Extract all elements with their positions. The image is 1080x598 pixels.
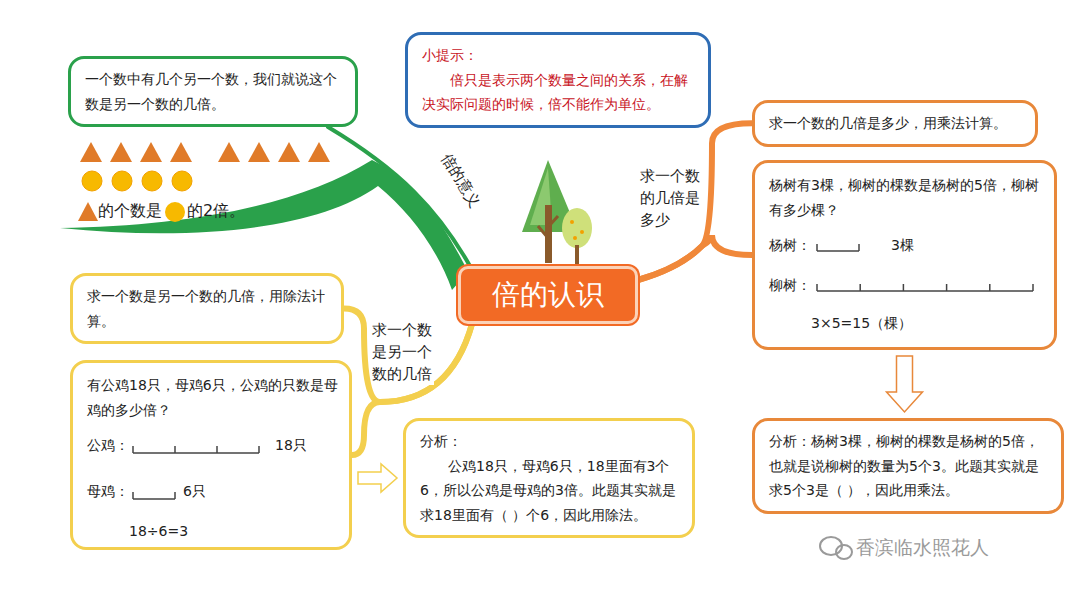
segment-tick [258,446,260,453]
muji-bar [133,498,175,500]
segment-tick [132,446,134,453]
branch-label: 倍的意义 [435,150,485,212]
segment-tick [858,244,860,251]
triangle-icon [78,202,98,221]
title-box: 倍的认识 [458,266,638,324]
node-text: 公鸡： [87,433,129,458]
node-text: 杨树有3棵，柳树的棵数是杨树的5倍，柳树有多少棵？ [769,173,1041,222]
node-text: 母鸡： [87,479,129,504]
segment-tick [859,284,861,291]
analysis-box: 分析：公鸡18只，母鸡6只，18里面有3个6，所以公鸡是母鸡的3倍。此题其实就是… [403,418,695,538]
node-text: 6只 [183,479,206,504]
comparison-text: 的个数是 [98,199,162,222]
branch-connector [344,309,472,403]
segment-tick [946,284,948,291]
node-text: 倍只是表示两个数量之间的关系，在解决实际问题的时候，倍不能作为单位。 [422,68,694,117]
yang-bar [817,250,859,252]
node-text: 3×5=15（棵） [811,311,912,336]
branch-label: 求一个数的几倍是多少 [640,166,702,231]
node-text: 分析： [420,429,678,454]
node-text: 小提示： [422,43,694,68]
segment-tick [816,244,818,251]
segment-tick [174,492,176,499]
watermark: 香滨临水照花人 [856,534,989,562]
node-text: 3棵 [891,233,914,258]
branch-connector [328,127,470,266]
node-text: 求一个数是另一个数的几倍，用除法计算。 [87,284,327,333]
segment-tick [132,492,134,499]
circle-icons [82,171,192,191]
watermark-icon [820,537,852,559]
branch-connector [638,123,752,280]
node-text: 有公鸡18只，母鸡6只，公鸡的只数是母鸡的多少倍？ [87,373,339,422]
node-text: 一个数中有几个另一个数，我们就说这个数是另一个数的几倍。 [85,67,341,116]
comparison-text: 的2倍。 [187,199,245,222]
hollow-arrow [358,464,397,492]
segment-tick [989,284,991,291]
gongji-bar [133,452,259,454]
branch-label: 求一个数是另一个数的几倍 [372,320,434,385]
tree-illustration [522,160,592,265]
green-branch-band [60,160,468,290]
rule-box: 求一个数是另一个数的几倍，用除法计算。 [70,273,344,344]
node-text: 柳树： [769,273,811,298]
branch-connector [638,235,752,280]
triangle-icons [80,142,330,162]
circle-icon [165,202,185,222]
segment-tick [903,284,905,291]
node-text: 倍的认识 [492,278,604,312]
node-text: 公鸡18只，母鸡6只，18里面有3个6，所以公鸡是母鸡的3倍。此题其实就是求18… [420,454,678,528]
tip-box: 小提示：倍只是表示两个数量之间的关系，在解决实际问题的时候，倍不能作为单位。 [405,32,711,128]
node-text: 18÷6=3 [129,519,188,544]
liu-bar [817,290,1033,292]
example-box: 杨树有3棵，柳树的棵数是杨树的5倍，柳树有多少棵？ 杨树： 3棵柳树：3×5=15（… [752,160,1057,350]
analysis-box: 分析：杨树3棵，柳树的棵数是杨树的5倍，也就是说柳树的数量为5个3。此题其实就是… [752,418,1064,514]
example-box: 有公鸡18只，母鸡6只，公鸡的只数是母鸡的多少倍？ 公鸡： 18只母鸡： 6只 18÷6… [70,360,352,550]
node-text: 18只 [275,433,307,458]
node-text: 分析：杨树3棵，柳树的棵数是杨树的5倍，也就是说柳树的数量为5个3。此题其实就是… [769,429,1047,503]
segment-tick [216,446,218,453]
segment-tick [816,284,818,291]
hollow-arrow [887,356,923,412]
segment-tick [174,446,176,453]
definition-box: 一个数中有几个另一个数，我们就说这个数是另一个数的几倍。 [68,56,358,127]
segment-tick [1032,284,1034,291]
node-text: 杨树： [769,233,811,258]
rule-box: 求一个数的几倍是多少，用乘法计算。 [752,100,1038,147]
node-text: 求一个数的几倍是多少，用乘法计算。 [769,111,1021,136]
